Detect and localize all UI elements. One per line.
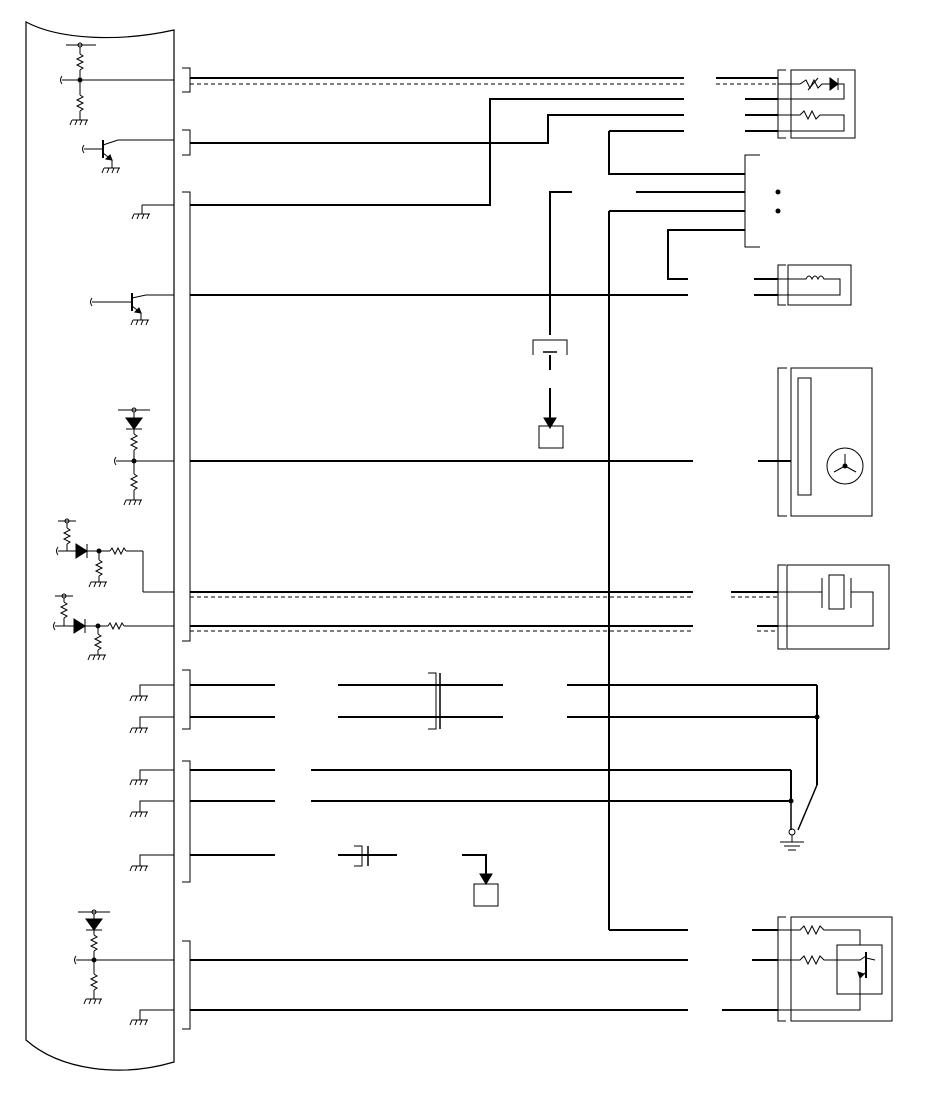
component-motor-sensor <box>778 368 872 516</box>
module-led-circuit-1 <box>57 519 175 592</box>
control-module <box>26 22 174 1070</box>
module-circuit-1 <box>61 43 175 125</box>
wiring <box>190 78 817 1010</box>
module-ground-1 <box>132 205 174 219</box>
chassis-ground-symbol <box>780 829 804 850</box>
module-transistor-1 <box>83 140 175 173</box>
module-grounds-2 <box>130 685 174 871</box>
module-led-circuit-2 <box>54 594 175 660</box>
component-transistor-sensor <box>778 917 892 1021</box>
component-coil <box>778 265 851 305</box>
module-connectors <box>182 68 190 1029</box>
arrow-boxes <box>474 418 563 906</box>
component-sensor-top <box>778 70 855 138</box>
wire-junctions <box>775 189 820 804</box>
inline-connectors <box>354 155 760 866</box>
module-circuit-2 <box>115 408 175 505</box>
module-circuit-3 <box>75 910 175 1025</box>
module-transistor-2 <box>91 293 175 325</box>
component-capacitor-sensor <box>778 565 889 649</box>
